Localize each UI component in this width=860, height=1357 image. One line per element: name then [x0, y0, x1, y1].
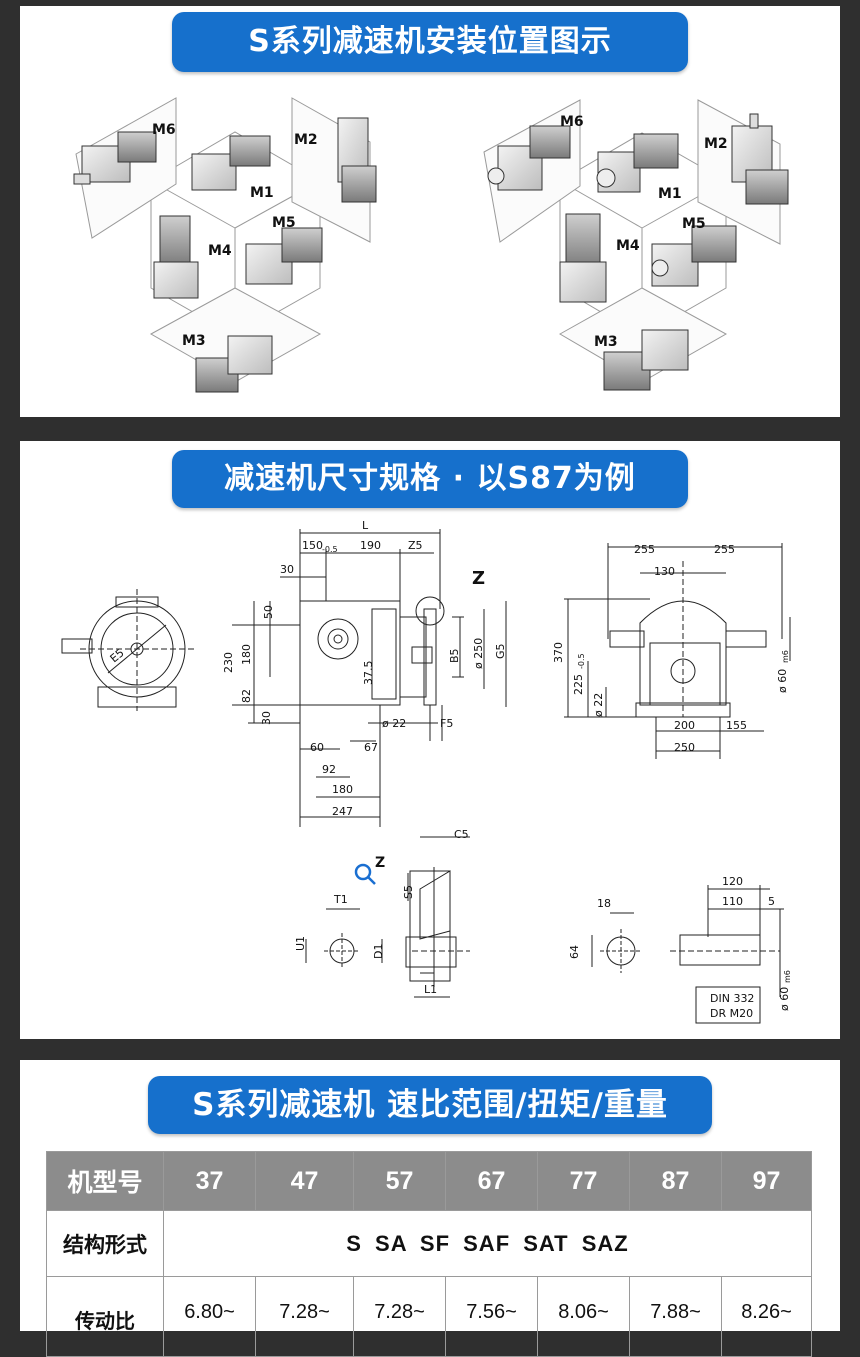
right-label-m5: M5 [682, 216, 706, 232]
dim-60: 60 [310, 741, 324, 754]
dimension-drawing: L 150 -0.5 190 Z5 30 Z 50 230 180 82 30 … [61, 519, 792, 1024]
dim-190: 190 [360, 539, 381, 552]
dim-255-b: 255 [714, 543, 735, 556]
din-label-2: DR M20 [710, 1007, 753, 1020]
right-label-m6: M6 [560, 114, 584, 130]
dim-60-m6-b: ø 60 [778, 987, 791, 1011]
left-label-m6: M6 [152, 122, 176, 138]
table-row: 结构形式 S SA SF SAF SAT SAZ [46, 1210, 812, 1277]
dim-Z5: Z5 [408, 539, 423, 552]
left-label-m3: M3 [182, 333, 206, 349]
left-gear-units [73, 117, 377, 393]
dim-150: 150 [302, 539, 323, 552]
dim-5: 5 [768, 895, 775, 908]
header-model: 97 [721, 1151, 812, 1211]
dim-92: 92 [322, 763, 336, 776]
dim-L1: L1 [424, 983, 437, 996]
structure-value: S SA SF SAF SAT SAZ [163, 1210, 812, 1277]
dim-S5: S5 [402, 885, 415, 899]
dim-T1: T1 [333, 893, 348, 906]
dim-250-dia: ø 250 [472, 638, 485, 669]
din-label-1: DIN 332 [710, 992, 754, 1005]
dim-180-v: 180 [240, 644, 253, 665]
ratio-cell: 7.28~ [255, 1276, 354, 1357]
dim-37-5: 37.5 [362, 661, 375, 686]
ratio-cell: 7.28~ [353, 1276, 446, 1357]
dim-30-top: 30 [280, 563, 294, 576]
dim-22-dia-a: ø 22 [382, 717, 406, 730]
dim-F5: F5 [440, 717, 453, 730]
left-label-m4: M4 [208, 243, 232, 259]
header-model: 87 [629, 1151, 722, 1211]
dim-370: 370 [552, 642, 565, 663]
dim-30-bottom: 30 [260, 711, 273, 725]
dim-tol-b: -0.5 [577, 653, 586, 669]
left-label-m1: M1 [250, 185, 274, 201]
dim-50: 50 [262, 605, 275, 619]
dim-m6-b: m6 [783, 970, 792, 983]
table-row: 传动比 6.80~ 7.28~ 7.28~ 7.56~ 8.06~ 7.88~ … [46, 1276, 812, 1357]
ratio-cell: 8.26~ [721, 1276, 812, 1357]
dim-m6-a: m6 [781, 650, 790, 663]
dim-L: L [362, 519, 369, 532]
dim-G5: G5 [494, 643, 507, 659]
dim-155: 155 [726, 719, 747, 732]
dim-U1: U1 [294, 936, 307, 951]
dim-110: 110 [722, 895, 743, 908]
section-title-mounting: S系列减速机安装位置图示 [172, 12, 688, 72]
dim-130: 130 [654, 565, 675, 578]
dim-180-h: 180 [332, 783, 353, 796]
left-label-m5: M5 [272, 215, 296, 231]
right-label-m2: M2 [704, 136, 728, 152]
label-Z-small: Z [375, 855, 385, 871]
dim-60-m6-a: ø 60 [776, 669, 789, 693]
magnifier-icon[interactable] [354, 863, 376, 885]
ratio-table-panel: S系列减速机 速比范围/扭矩/重量 机型号 37 47 57 67 77 87 … [20, 1060, 840, 1357]
dim-D1: D1 [372, 944, 385, 959]
section-title-dimensions: 减速机尺寸规格 · 以S87为例 [172, 450, 688, 508]
ratio-cell: 6.80~ [163, 1276, 256, 1357]
right-gear-units [487, 113, 789, 391]
dim-255-a: 255 [634, 543, 655, 556]
dim-230: 230 [222, 652, 235, 673]
dim-C5: C5 [454, 828, 469, 841]
dim-18: 18 [597, 897, 611, 910]
dim-67: 67 [364, 741, 378, 754]
header-model: 57 [353, 1151, 446, 1211]
table-header-row: 机型号 37 47 57 67 77 87 97 [46, 1151, 812, 1211]
dim-247: 247 [332, 805, 353, 818]
label-Z: Z [472, 568, 485, 589]
mounting-positions-diagram: M6 M1 M2 M4 M5 M3 [73, 97, 789, 393]
header-model-label: 机型号 [46, 1151, 164, 1211]
spec-table: 机型号 37 47 57 67 77 87 97 结构形式 S SA SF SA… [46, 1151, 812, 1357]
dim-64: 64 [568, 945, 581, 959]
ratio-cell: 8.06~ [537, 1276, 630, 1357]
dim-250-h: 250 [674, 741, 695, 754]
header-model: 67 [445, 1151, 538, 1211]
dim-82: 82 [240, 689, 253, 703]
dimension-drawing-panel: 减速机尺寸规格 · 以S87为例 [20, 441, 840, 1039]
ratio-cell: 7.88~ [629, 1276, 722, 1357]
dim-200: 200 [674, 719, 695, 732]
dim-225: 225 [572, 674, 585, 695]
header-model: 77 [537, 1151, 630, 1211]
left-label-m2: M2 [294, 132, 318, 148]
row-label-structure: 结构形式 [46, 1210, 164, 1277]
mounting-positions-panel: S系列减速机安装位置图示 [20, 6, 840, 417]
header-model: 47 [255, 1151, 354, 1211]
dim-22-dia-b: ø 22 [592, 693, 605, 717]
row-label-ratio: 传动比 [46, 1276, 164, 1357]
dim-B5: B5 [448, 648, 461, 663]
right-label-m4: M4 [616, 238, 640, 254]
dim-120: 120 [722, 875, 743, 888]
section-title-ratio: S系列减速机 速比范围/扭矩/重量 [148, 1076, 712, 1134]
ratio-cell: 7.56~ [445, 1276, 538, 1357]
right-label-m3: M3 [594, 334, 618, 350]
header-model: 37 [163, 1151, 256, 1211]
right-label-m1: M1 [658, 186, 682, 202]
dim-tol-a: -0.5 [322, 545, 338, 554]
